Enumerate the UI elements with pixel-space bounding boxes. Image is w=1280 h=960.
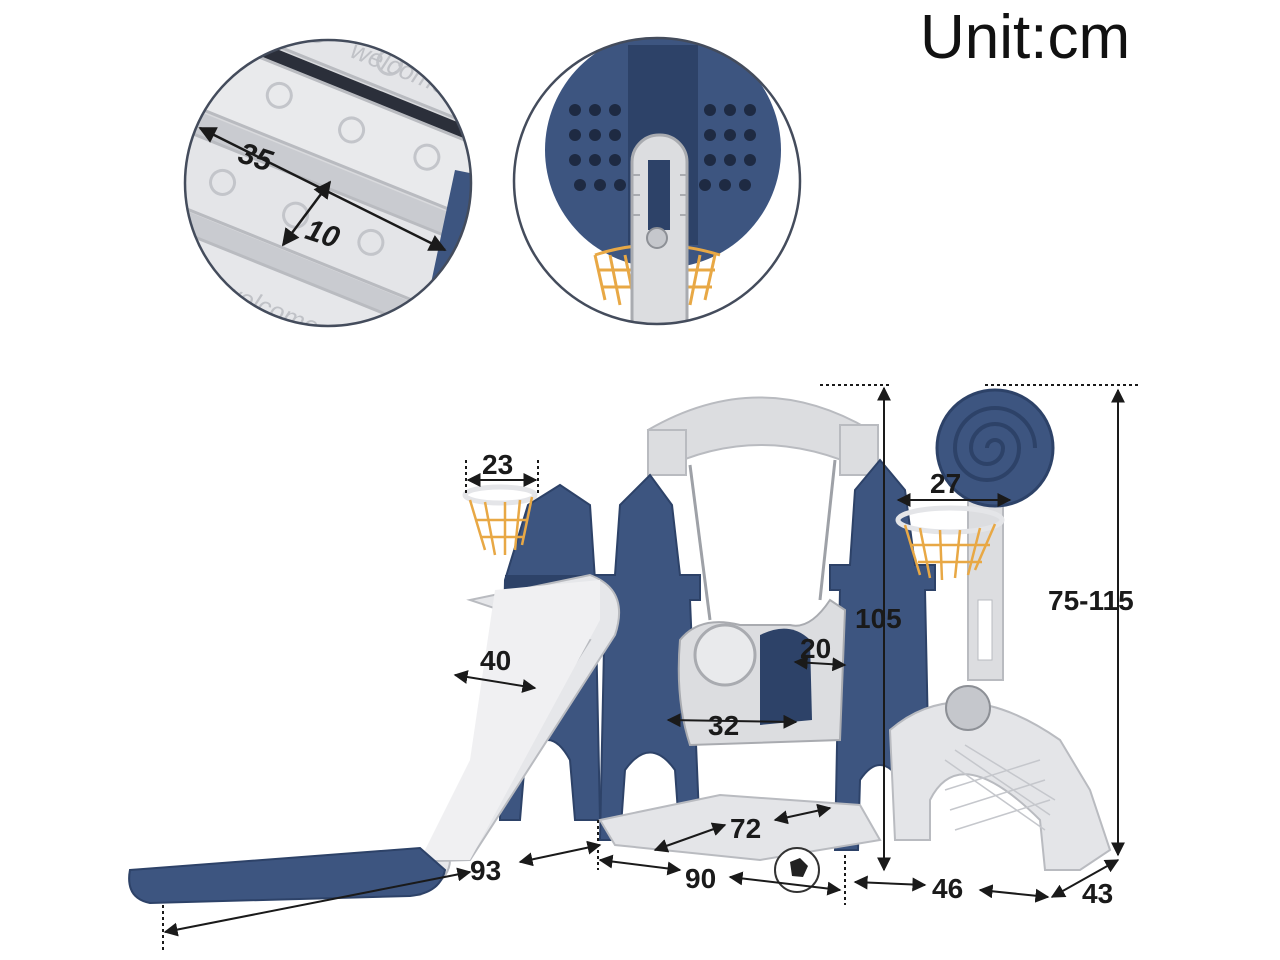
inset-slide-step: welcome welcome 35 10: [183, 38, 473, 328]
dim-frame-length: 90: [685, 863, 716, 894]
dim-hoop-height: 75-115: [1048, 585, 1134, 616]
playset: [128, 388, 1112, 905]
dim-hoop-small: 23: [482, 449, 513, 480]
dim-seat-width: 32: [708, 710, 739, 741]
dim-swing-base: 72: [730, 813, 761, 844]
dim-goal-depth: 43: [1082, 878, 1113, 909]
dim-seat-depth: 20: [800, 633, 831, 664]
dim-total-length: 93: [470, 855, 501, 886]
unit-title: Unit:cm: [920, 3, 1131, 72]
dim-frame-height: 105: [855, 603, 902, 634]
hoop-net-large: [903, 523, 997, 581]
dimension-lines: [162, 384, 1140, 950]
dimension-labels: 23 27 40 32 20 105 75-115 72 93 90 46 43: [470, 449, 1134, 909]
dim-goal-length: 46: [932, 873, 963, 904]
dim-hoop-large: 27: [930, 468, 961, 499]
goal-net: [944, 744, 1056, 831]
inset-backboard: [512, 36, 802, 326]
dim-slide-width: 40: [480, 645, 511, 676]
hoop-net-small: [468, 496, 534, 556]
